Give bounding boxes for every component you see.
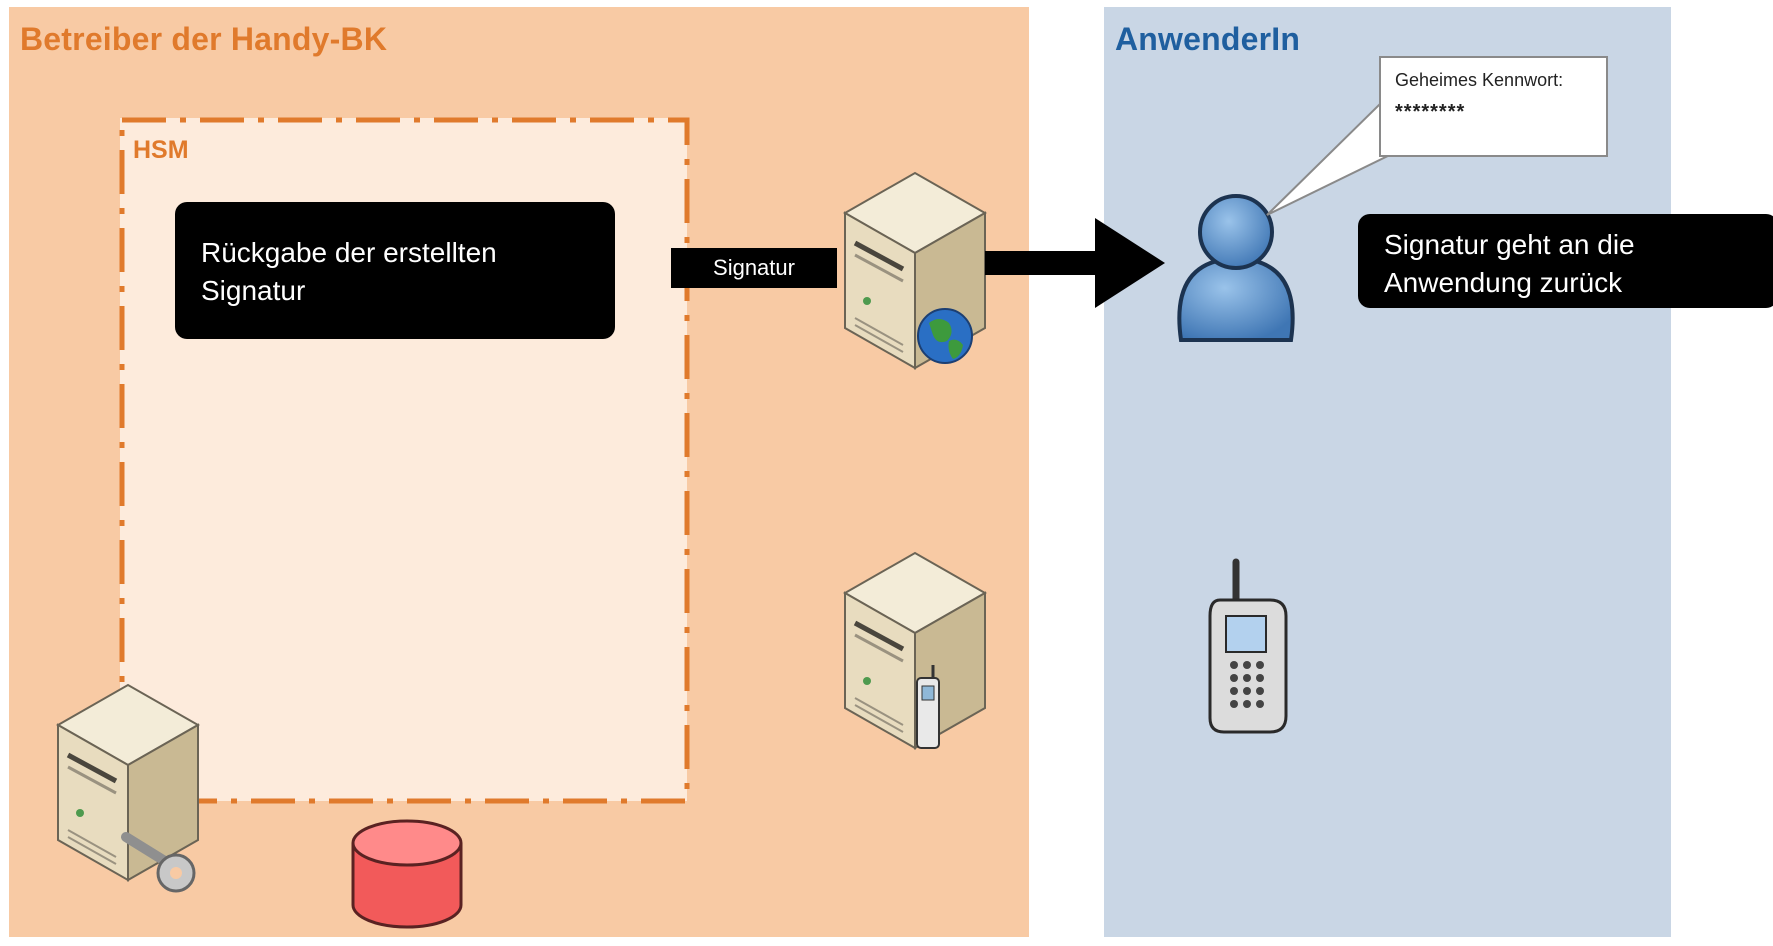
callout-right-line1: Signatur geht an die [1384,229,1635,260]
callout-right-line2: Anwendung zurück [1384,267,1623,298]
password-bubble-title: Geheimes Kennwort: [1395,70,1564,90]
callout-left-line2: Signatur [201,275,306,306]
web-server-icon [842,171,988,370]
user-icon [1177,194,1295,342]
password-bubble: Geheimes Kennwort: ******** [1379,56,1608,157]
mobile-server-icon [842,551,988,750]
signature-returned-callout: Signatur geht an die Anwendung zurück [1358,214,1773,308]
server-key-icon [55,683,201,893]
callout-left-line1: Rückgabe der erstellten [201,237,497,268]
return-signature-callout: Rückgabe der erstellten Signatur [175,202,615,339]
operator-zone-title: Betreiber der Handy-BK [20,21,388,57]
user-zone: AnwenderIn [1104,7,1671,937]
user-zone-title: AnwenderIn [1115,21,1301,57]
database-icon [351,819,463,929]
mobile-phone-icon [1208,558,1288,734]
password-bubble-value: ******** [1395,101,1466,123]
hsm-label: HSM [133,136,189,164]
signature-label: Signatur [671,248,837,288]
arrow-icon [985,218,1165,308]
